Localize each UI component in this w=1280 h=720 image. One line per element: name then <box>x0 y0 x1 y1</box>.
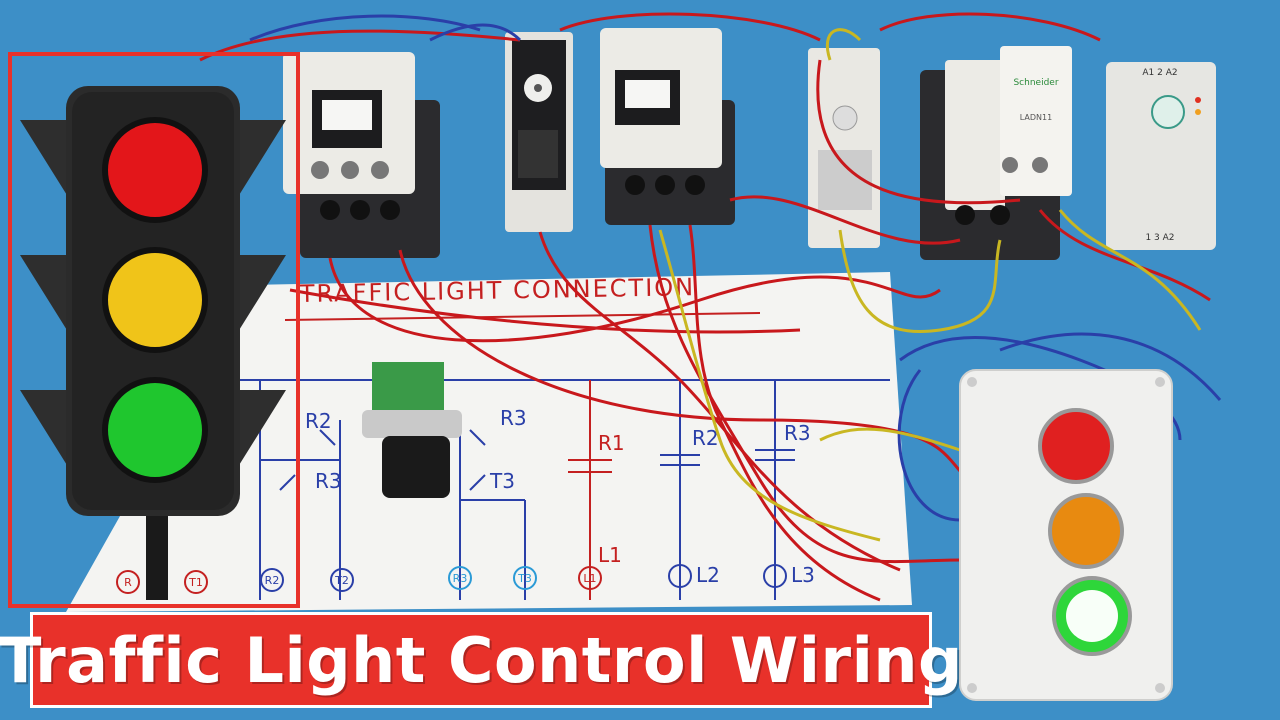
diagram-coils <box>116 564 787 594</box>
label-r2-coil-contact: R2 <box>692 426 719 450</box>
coil-label-r: R <box>124 576 132 589</box>
signal-green-light <box>102 377 208 483</box>
pilot-lamp-box <box>959 369 1173 701</box>
coil-label-r2: R2 <box>265 574 280 587</box>
contactor-brand: Schneider <box>1013 78 1058 88</box>
coil-label-t1: T1 <box>188 576 203 589</box>
monitor-relay-bottom-terminals: 1 3 A2 <box>1145 233 1174 243</box>
contactor-1 <box>283 52 440 258</box>
monitor-relay: A1 2 A2 1 3 A2 <box>1106 62 1216 250</box>
title-banner: Traffic Light Control Wiring <box>0 612 962 708</box>
signal-amber-light <box>102 247 208 353</box>
label-l2: L2 <box>696 563 720 587</box>
label-r1-contact: R1 <box>598 431 625 455</box>
contactor-3: Schneider LADN11 <box>920 46 1072 260</box>
pilot-lamp-red <box>1038 408 1114 484</box>
timer-relay-1 <box>505 32 573 232</box>
label-r2-contact: R2 <box>305 409 332 433</box>
diagram-r1-contact <box>568 380 612 600</box>
selector-switch <box>362 362 462 498</box>
video-title: Traffic Light Control Wiring <box>0 623 963 697</box>
heading-underline <box>284 312 761 321</box>
contactor-model: LADN11 <box>1020 113 1052 122</box>
coil-label-t3: T3 <box>517 572 532 585</box>
label-r3-contact: R3 <box>315 469 342 493</box>
label-t3-contact: T3 <box>489 469 515 493</box>
signal-frame <box>8 52 300 608</box>
traffic-signal-graphic <box>20 86 286 600</box>
label-l3: L3 <box>791 563 815 587</box>
pilot-lamp-amber <box>1048 493 1124 569</box>
label-l1: L1 <box>598 543 622 567</box>
coil-label-t2: T2 <box>334 574 349 587</box>
label-r3-coil-contact: R3 <box>784 421 811 445</box>
monitor-relay-top-terminals: A1 2 A2 <box>1142 68 1177 78</box>
contactor-2 <box>600 28 735 225</box>
coil-label-r3: R3 <box>453 572 468 585</box>
signal-red-light <box>102 117 208 223</box>
coil-label-l1: L1 <box>583 572 596 585</box>
label-r3-contact-b: R3 <box>500 406 527 430</box>
